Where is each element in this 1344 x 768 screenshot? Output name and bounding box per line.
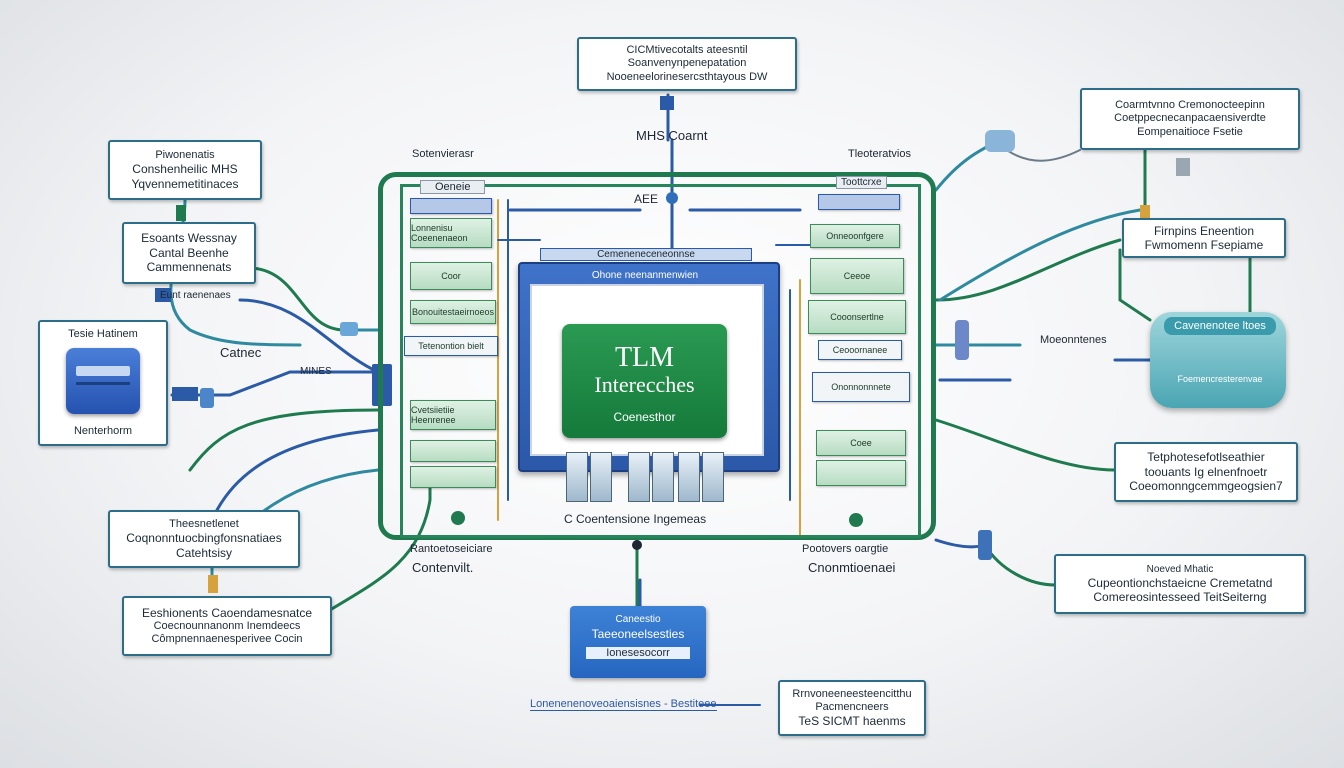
bottom-link[interactable]: Lonenenenoveoaiensisnes - Bestiteee [530,698,717,711]
left-label-1: Eunt raenenaes [160,290,231,301]
inner-right-top-label: Toottcrxe [836,176,887,189]
right-box-4: Noeved Mhatic Cupeontionchstaeicne Creme… [1054,554,1306,614]
top-info-line1: CICMtivecotalts ateesntil [626,44,748,57]
left-box-1: Piwonenatis Conshenheilic MHS Yqvennemet… [108,140,262,200]
left-box-5: Eeshionents Caoendamesnatce Coecnounnano… [122,596,332,656]
left-module-1: Lonnenisu Coeenenaeon [410,218,492,248]
right-box-2-line1: Firnpins Eneention [1153,223,1255,238]
left-module-7 [410,466,496,488]
bottom-right-box-line1: Rrnvoneeneesteencitthu [792,687,912,700]
left-box-4-line1: Theesnetlenet [169,518,239,531]
right-box-1-line2: Coetppecnecanpacaensiverdte [1114,112,1266,125]
tlm-title: TLM [614,342,675,373]
inner-system-frame [400,184,921,538]
right-module-1: Onneoonfgere [810,224,900,248]
left-label-3: MINES [300,366,332,377]
bottom-blue-line2: Taeeoneelsesties [591,627,685,641]
right-module-6: Coee [816,430,906,456]
right-box-3-line2: toouants Ig elnenfnoetr [1144,464,1268,479]
inner-bottom-label: C Coentensione Ingemeas [564,512,707,526]
right-box-1: Coarmtvnno Cremonocteepinn Coetppecnecan… [1080,88,1300,150]
cpu-chip-2 [590,452,612,502]
right-box-4-line2: Cupeontionchstaeicne Cremetatnd [1087,575,1273,590]
cpu-chip-1 [566,452,588,502]
left-box-2-line2: Cantal Beenhe [149,245,229,260]
left-box-1-line1: Piwonenatis [155,149,215,162]
right-label-1: Moeonntenes [1040,334,1107,346]
cpu-chip-3 [628,452,650,502]
right-box-2: Firnpins Eneention Fwmomenn Fsepiame [1122,218,1286,258]
right-box-3-line1: Tetphotesefotlseathier [1147,450,1265,465]
left-box-1-line2: Conshenheilic MHS [132,162,238,177]
left-module-0 [410,198,492,214]
left-box-2-line3: Cammennenats [146,260,232,275]
bottom-left-label-2: Contenvilt. [412,560,474,575]
right-box-4-line3: Comereosintesseed TeitSeiterng [1093,590,1267,604]
bottom-blue-line3: Ionesesocorr [586,647,690,659]
bottom-left-label-1: Rantoetoseiciare [410,543,493,555]
left-box-5-line2: Coecnounnanonm Inemdeecs [153,620,301,632]
left-module-5: Cvetsiietiie Heenrenee [410,400,496,430]
storage-drive-icon [66,348,140,414]
left-box-3-line2: Nenterhorm [73,424,133,437]
right-module-7 [816,460,906,486]
right-module-0 [818,194,900,210]
left-box-4-line2: Coqnonntuocbingfonsnatiaes [126,531,282,546]
right-box-2-line2: Fwmomenn Fsepiame [1144,238,1264,252]
left-box-3-line1: Tesie Hatinem [68,328,138,340]
right-box-1-line3: Eompenaitioce Fsetie [1137,125,1243,138]
cpu-subheader: Ohone neenanmenwien [591,270,699,281]
cpu-chip-5 [678,452,700,502]
left-box-5-line1: Eeshionents Caoendamesnatce [141,605,313,620]
left-box-4: Theesnetlenet Coqnonntuocbingfonsnatiaes… [108,510,300,568]
top-info-line3: Nooeneelorinesercsthtayous DW [606,70,768,83]
left-module-6 [410,440,496,462]
inner-top-label: AEE [634,192,659,206]
right-box-3: Tetphotesefotlseathier toouants Ig elnen… [1114,442,1298,502]
bottom-blue-line1: Caneestio [615,614,661,625]
cpu-chip-4 [652,452,674,502]
right-box-4-line1: Noeved Mhatic [1146,563,1214,575]
right-module-4: Ceooornanee [818,340,902,360]
top-left-label: Sotenvierasr [412,148,474,160]
left-box-5-line3: Cômpnennaenesperivee Cocin [151,633,303,646]
bottom-right-box: Rrnvoneeneesteencitthu Pacmencneers TeS … [778,680,926,736]
right-label-3: Foemencresterenvae [1177,374,1263,384]
right-module-3: Cooonsertlne [808,300,906,334]
left-box-4-line3: Catehtsisy [175,545,233,560]
bottom-right-box-line2: Pacmencneers [815,700,889,713]
right-module-5: Ononnonnnete [812,372,910,402]
tlm-interface-block: TLM Interecches Coenesthor [562,324,727,438]
left-box-1-line3: Yqvennemetitinaces [131,176,239,191]
left-box-2: Esoants Wessnay Cantal Beenhe Cammennena… [122,222,256,284]
right-module-2: Ceeoe [810,258,904,294]
left-box-2-line1: Esoants Wessnay [141,231,237,246]
top-right-label: Tleoteratvios [848,148,911,160]
left-module-2: Coor [410,262,492,290]
cpu-chip-6 [702,452,724,502]
top-info-box: CICMtivecotalts ateesntil Soanvenynpenep… [577,37,797,91]
bottom-right-label-2: Cnonmtioenaei [808,560,896,575]
right-box-1-line1: Coarmtvnno Cremonocteepinn [1115,99,1265,112]
inner-header-label: Oeneie [420,180,486,194]
left-module-4: Tetenontion bielt [404,336,498,356]
tlm-subtitle: Coenesthor [613,410,676,424]
connector-dots [155,96,1190,593]
top-info-line2: Soanvenynpenepatation [627,57,747,70]
cpu-header: Cemeneneceneonnse [540,248,752,261]
left-module-3: Bonouitestaeirnoeos [410,300,496,324]
left-label-2: Catnec [220,345,262,360]
right-box-3-line3: Coeomonngcemmgeogsien7 [1129,479,1283,494]
right-label-2: Cavenenotee ltoes [1164,317,1276,335]
bottom-right-box-line3: TeS SICMT haenms [798,713,906,728]
tlm-title-2: Interecches [594,372,695,397]
bottom-blue-box: Caneestio Taeeoneelsesties Ionesesocorr [570,606,706,678]
top-label: MHS Coarnt [636,128,708,143]
bottom-right-label-1: Pootovers oargtie [802,543,889,555]
